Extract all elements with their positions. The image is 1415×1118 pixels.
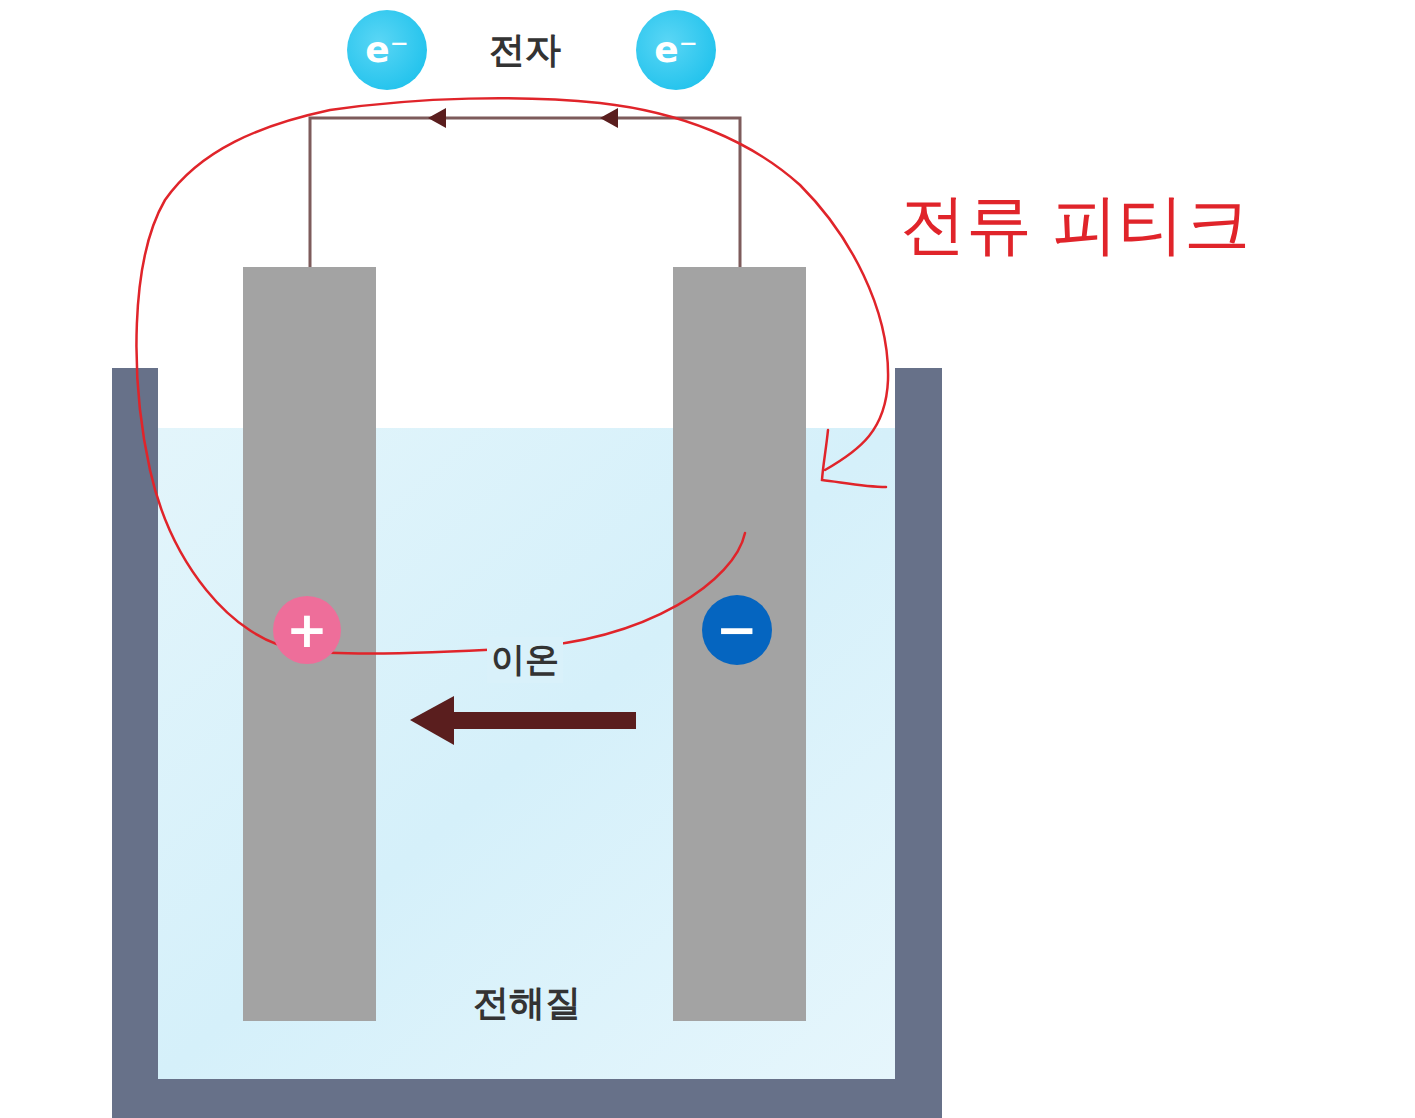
- wire-arrow: [600, 108, 618, 128]
- electrolyte-label: 전해질: [473, 979, 581, 1028]
- container: [112, 368, 942, 1118]
- wire: [310, 118, 740, 267]
- positive-terminal: +: [273, 596, 341, 664]
- electron-label: 전자: [489, 26, 561, 75]
- electron-circle: e⁻: [347, 10, 427, 90]
- electron-circle: e⁻: [636, 10, 716, 90]
- ion-arrow-shaft: [450, 712, 636, 729]
- handwritten-note: 전류 피티크: [900, 180, 1251, 270]
- electrode-left: [243, 267, 376, 1021]
- wire-arrow: [428, 108, 446, 128]
- node-text: −: [716, 605, 758, 655]
- negative-terminal: −: [702, 595, 772, 665]
- current-loop: [136, 98, 888, 653]
- node-text: e⁻: [365, 32, 408, 68]
- electrode-right: [673, 267, 806, 1021]
- node-text: e⁻: [654, 32, 697, 68]
- ion-label: 이온: [487, 637, 563, 683]
- node-text: +: [286, 605, 328, 655]
- ion-arrow-head: [410, 696, 454, 745]
